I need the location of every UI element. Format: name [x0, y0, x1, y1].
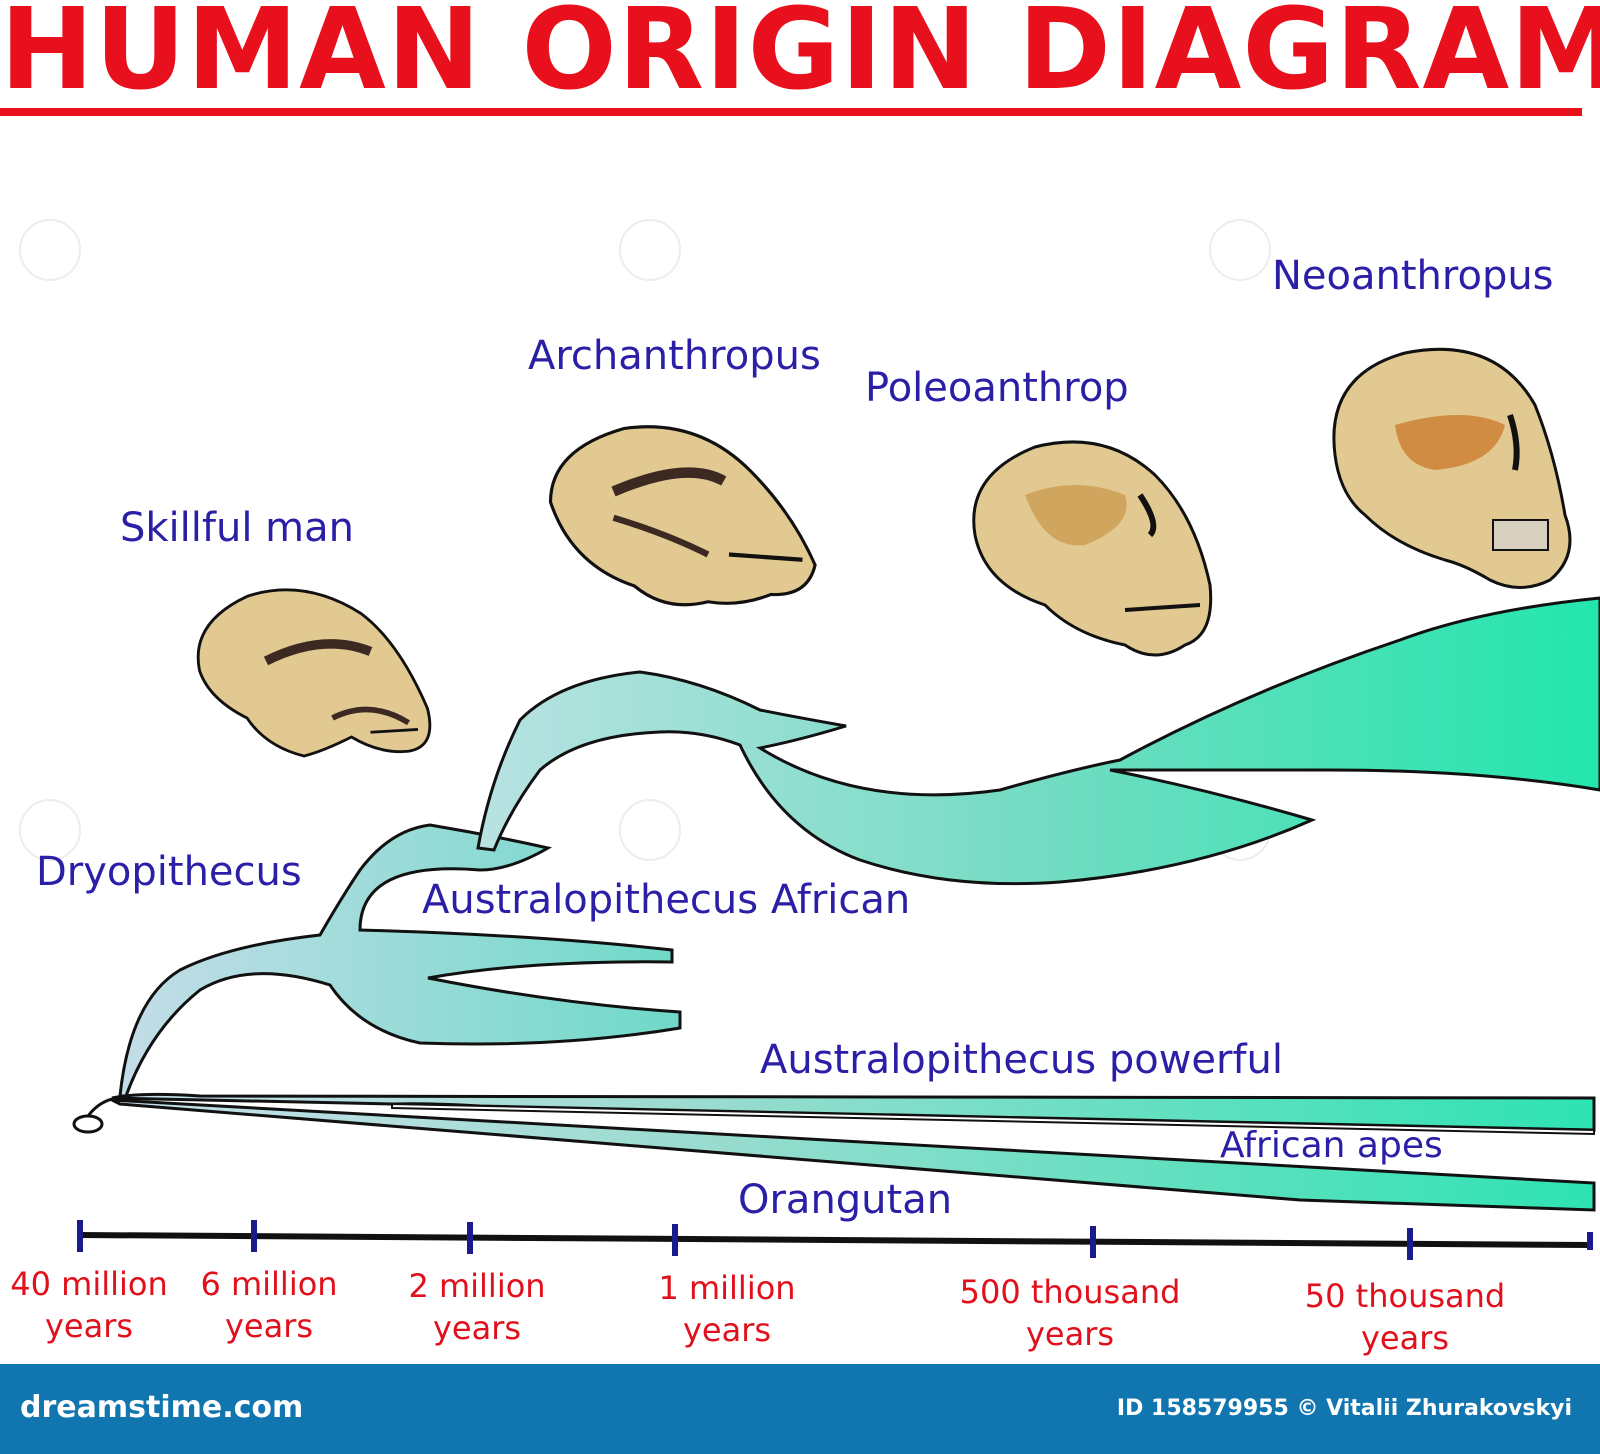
label-african-apes: African apes	[1220, 1125, 1443, 1166]
footer-credit: ID 158579955 © Vitalii Zhurakovskyi	[1116, 1396, 1572, 1421]
label-dryopithecus: Dryopithecus	[36, 849, 302, 895]
time-label-6-million: 6 million years	[200, 1265, 338, 1345]
skull-icon	[196, 588, 432, 758]
footer-bar: dreamstime.com ID 158579955 © Vitalii Zh…	[0, 1364, 1600, 1454]
root-node	[72, 1114, 104, 1134]
title-underline	[0, 108, 1582, 116]
time-label-50-thousand: 50 thousand years	[1304, 1277, 1506, 1357]
label-orangutan: Orangutan	[738, 1177, 953, 1223]
branch-homo-lineage	[476, 596, 1600, 886]
label-neoanthropus: Neoanthropus	[1272, 253, 1554, 299]
time-label-2-million: 2 million years	[408, 1267, 546, 1347]
time-label-500-thousand: 500 thousand years	[959, 1273, 1181, 1353]
label-archanthropus: Archanthropus	[528, 333, 821, 379]
branch-orangutan	[111, 1098, 1596, 1212]
label-skillful-man: Skillful man	[120, 505, 354, 551]
spiral-icon	[1209, 219, 1271, 281]
label-poleoanthrop: Poleoanthrop	[865, 365, 1129, 411]
skull-icon	[972, 440, 1213, 657]
time-label-1-million: 1 million years	[658, 1269, 796, 1349]
label-australopithecus-african: Australopithecus African	[422, 877, 911, 923]
skull-archanthropus	[548, 425, 817, 607]
spiral-icon	[19, 219, 81, 281]
root-stem	[86, 1096, 119, 1117]
page-title: HUMAN ORIGIN DIAGRAM	[0, 0, 1600, 115]
spiral-icon	[619, 219, 681, 281]
spiral-icon	[19, 799, 81, 861]
branch-australopithecus-african	[118, 823, 682, 1098]
skull-neoanthropus	[1332, 347, 1572, 589]
timeline-axis	[79, 1232, 1591, 1248]
skull-icon	[548, 425, 817, 607]
time-label-40-million: 40 million years	[10, 1265, 168, 1345]
skull-poleoanthrop	[972, 440, 1213, 657]
branch-african-apes	[391, 1102, 1595, 1136]
skull-skillful-man	[196, 588, 432, 758]
timeline-ticks	[77, 1220, 1593, 1260]
skull-icon	[1332, 347, 1572, 589]
footer-site[interactable]: dreamstime.com	[20, 1390, 304, 1425]
label-australopithecus-powerful: Australopithecus powerful	[760, 1037, 1284, 1083]
spiral-icon	[619, 799, 681, 861]
